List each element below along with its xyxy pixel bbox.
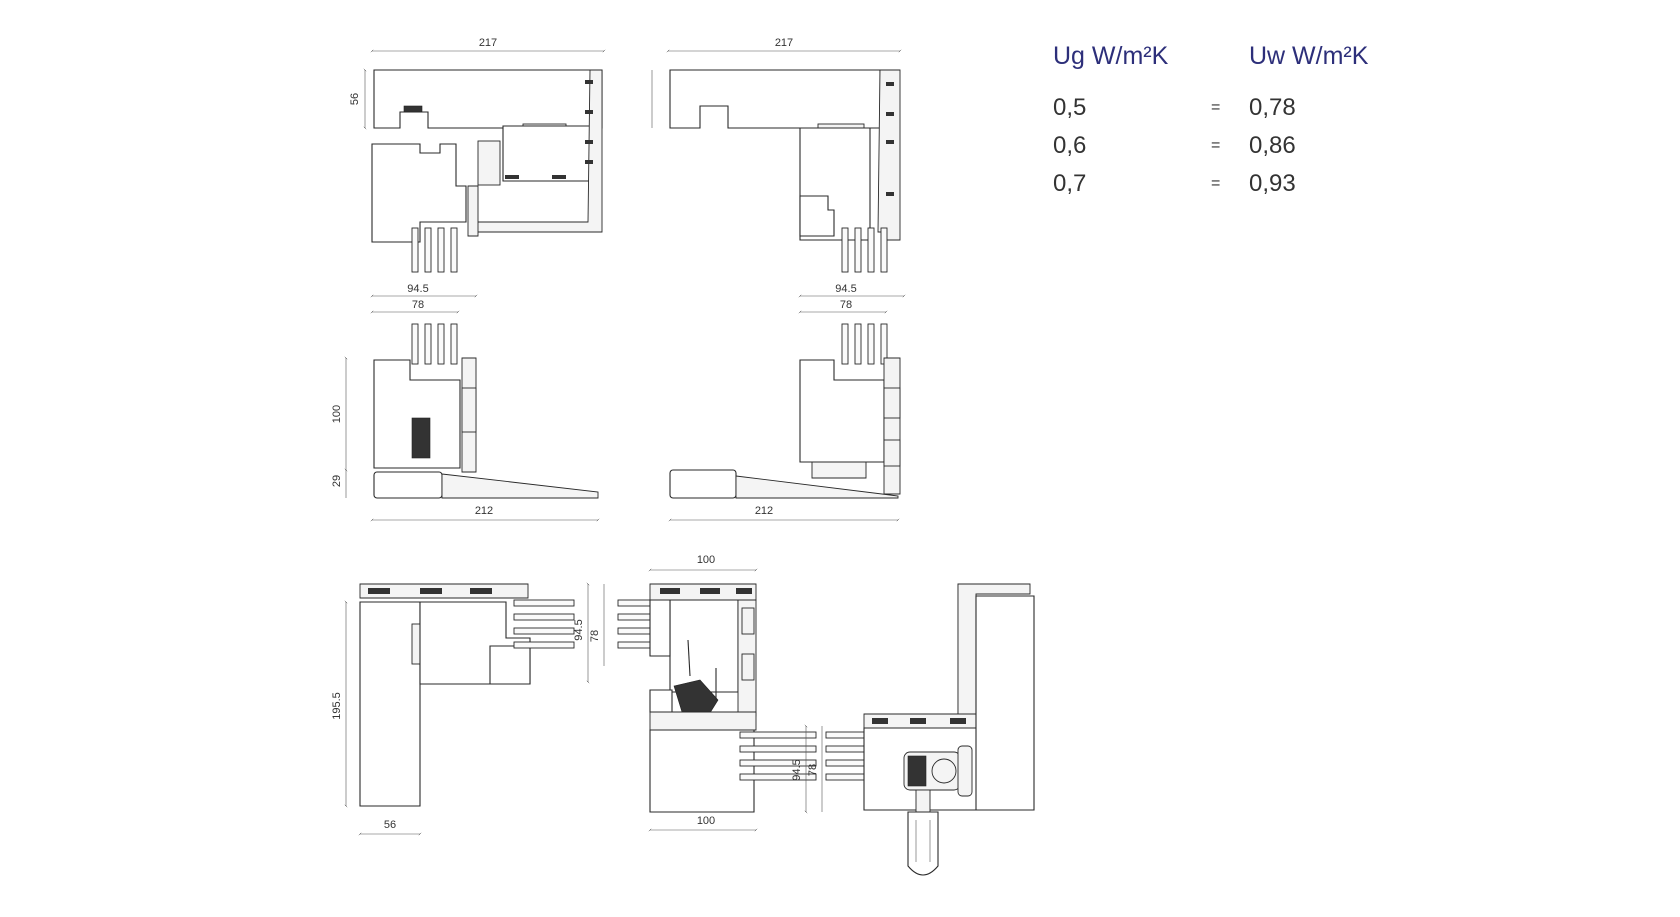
section-mullion: 100 94.5 78 <box>573 554 817 832</box>
section-sill-right: 212 <box>668 323 901 522</box>
dim-head-left-width: 217 <box>479 37 497 49</box>
dim-jamb-right-outer: 94.5 <box>791 759 803 780</box>
section-sill-left: 100 29 212 <box>331 323 600 522</box>
glass-head-right <box>841 227 888 273</box>
section-jamb-right: 94.5 78 <box>791 583 1035 876</box>
glass-jamb-left <box>513 599 575 649</box>
dim-jamb-left-height: 195.5 <box>331 692 343 720</box>
dim-sill-left-width: 212 <box>475 505 493 517</box>
table-row: 0,6 = 0,86 <box>1053 132 1393 168</box>
dim-jamb-right-inner: 78 <box>807 764 819 776</box>
table-row: 0,7 = 0,93 <box>1053 170 1393 206</box>
dim-mullion-inner: 78 <box>589 630 601 642</box>
dim-sill-left-base: 29 <box>331 475 343 487</box>
glass-sill-right <box>841 323 888 365</box>
glass-sill-left <box>411 323 458 365</box>
ug-value: 0,7 <box>1053 170 1087 197</box>
dim-mid-left-outer: 94.5 <box>407 283 428 295</box>
uw-value: 0,78 <box>1249 94 1296 121</box>
header-uw: Uw W/m²K <box>1249 42 1369 70</box>
dim-mullion-outer: 94.5 <box>573 619 585 640</box>
uw-value: 0,86 <box>1249 132 1296 159</box>
ug-value: 0,5 <box>1053 94 1087 121</box>
dim-sill-left-height: 100 <box>331 405 343 423</box>
dim-mid-left-inner: 78 <box>412 299 424 311</box>
dim-mid-right-inner: 78 <box>840 299 852 311</box>
header-ug: Ug W/m²K <box>1053 42 1169 70</box>
section-jamb-left: 195.5 56 <box>331 583 575 836</box>
equals-sign: = <box>1211 137 1221 154</box>
dim-mullion-bottom-width: 100 <box>697 815 715 827</box>
dim-mullion-top-width: 100 <box>697 554 715 566</box>
table-row: 0,5 = 0,78 <box>1053 94 1393 130</box>
dim-mid-right-outer: 94.5 <box>835 283 856 295</box>
dim-head-right-width: 217 <box>775 37 793 49</box>
glass-mullion-bottom <box>739 731 817 781</box>
dims-mid: 94.5 78 94.5 78 <box>370 283 906 314</box>
ug-value: 0,6 <box>1053 132 1087 159</box>
equals-sign: = <box>1211 99 1221 116</box>
dim-sill-right-width: 212 <box>755 505 773 517</box>
handle-icon <box>903 745 973 876</box>
dim-head-left-height: 56 <box>349 93 361 105</box>
equals-sign: = <box>1211 175 1221 192</box>
section-head-right: 217 <box>651 37 902 273</box>
uw-value: 0,93 <box>1249 170 1296 197</box>
glass-head-left <box>411 227 458 273</box>
section-head-left: 217 56 <box>349 37 606 273</box>
dim-jamb-left-width: 56 <box>384 819 396 831</box>
